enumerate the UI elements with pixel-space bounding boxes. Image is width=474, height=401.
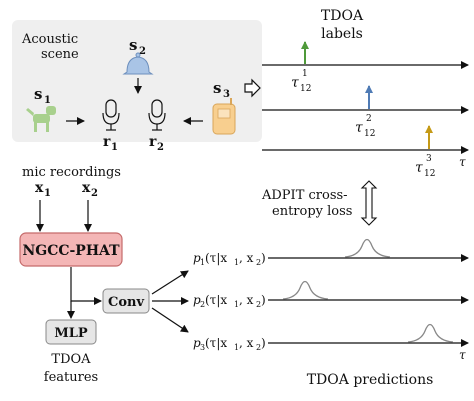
tdoa-labels-panel: TDOA labels τ 1 12 τ 2 12 τ 3 12 τ	[262, 8, 469, 179]
source-s2-subscript: 2	[139, 46, 146, 57]
labels-axis-tau: τ	[459, 155, 466, 169]
ngcc-to-conv-arrow	[70, 267, 102, 305]
x2-symbol: x	[82, 180, 91, 196]
p2-subscript: 2	[200, 300, 205, 309]
source-s3: s 3	[183, 79, 236, 135]
microphone-icon	[148, 99, 166, 131]
prediction-p1-label: p 1 (τ|x 1 , x 2 )	[193, 251, 266, 267]
conv-to-p3-arrow	[151, 307, 189, 333]
tau1-subscript: 12	[300, 84, 311, 94]
x1-symbol: x	[35, 180, 44, 196]
features-line1: TDOA	[51, 352, 91, 367]
source-s1: s 1	[26, 85, 85, 132]
tau3-symbol: τ	[415, 160, 423, 176]
source-s2-symbol: s	[129, 36, 137, 54]
mic-r1: r 1	[102, 99, 120, 153]
microphone-icon	[102, 99, 120, 131]
predictions-title: TDOA predictions	[307, 372, 434, 388]
scene-background	[12, 20, 262, 142]
mic-r2-symbol: r	[149, 134, 157, 150]
mic-r2: r 2	[148, 99, 166, 153]
p1-symbol: p	[193, 251, 201, 265]
labels-title-line1: TDOA	[321, 8, 364, 24]
mlp-box	[45, 319, 97, 345]
p3-args-mid: , x	[239, 336, 254, 350]
tau2-subscript: 12	[364, 129, 375, 139]
bell-icon	[122, 52, 154, 75]
p2-args-sub2: 2	[256, 300, 261, 309]
scene-to-labels-arrow	[244, 78, 261, 98]
tau2-symbol: τ	[355, 120, 363, 136]
p2-args-end: )	[261, 293, 266, 307]
ngcc-phat-label: NGCC-PHAT	[22, 243, 120, 259]
prediction-p2-label: p 2 (τ|x 1 , x 2 )	[193, 293, 266, 309]
x1-subscript: 1	[44, 188, 51, 199]
ngcc-phat-box	[19, 232, 123, 267]
x2-subscript: 2	[91, 188, 98, 199]
loss-line1: ADPIT cross-	[261, 188, 348, 203]
prediction-p3-label: p 3 (τ|x 1 , x 2 )	[193, 336, 266, 352]
p3-args-end: )	[261, 336, 266, 350]
p2-args: (τ|x	[205, 293, 227, 307]
p3-symbol: p	[193, 336, 201, 350]
p2-args-sub1: 1	[234, 300, 239, 309]
mic-r2-subscript: 2	[157, 142, 164, 153]
p1-args-sub1: 1	[234, 258, 239, 267]
features-line2: features	[44, 370, 98, 385]
source-s3-symbol: s	[213, 79, 221, 97]
phone-icon	[212, 98, 236, 135]
predictions-panel: p 1 (τ|x 1 , x 2 ) p 2 (τ|x 1 , x 2 ) p …	[193, 238, 469, 388]
conv-to-p1-arrow	[151, 270, 189, 295]
predictions-axis-tau: τ	[459, 348, 466, 362]
tau1-symbol: τ	[291, 75, 299, 91]
prediction-peak-3	[407, 323, 454, 343]
scene-title-line1: Acoustic	[21, 32, 78, 47]
tau1-superscript: 1	[302, 69, 308, 79]
tau2-superscript: 2	[366, 114, 372, 124]
source-s1-subscript: 1	[44, 95, 51, 106]
mic-r1-symbol: r	[103, 134, 111, 150]
p1-args-end: )	[261, 251, 266, 265]
tau3-subscript: 12	[424, 169, 435, 179]
source-s2: s 2	[122, 36, 154, 94]
acoustic-scene-panel: Acoustic scene s 2 s 1	[12, 20, 262, 153]
adpit-loss: ADPIT cross- entropy loss	[261, 180, 378, 226]
loss-line2: entropy loss	[272, 204, 352, 219]
p1-args: (τ|x	[205, 251, 227, 265]
prediction-peak-1	[344, 238, 391, 258]
p3-args-sub1: 1	[234, 343, 239, 352]
source-s1-symbol: s	[34, 85, 42, 103]
scene-title-line2: scene	[41, 47, 79, 62]
mlp-label: MLP	[54, 326, 88, 341]
prediction-peak-2	[282, 280, 329, 300]
mic-r1-subscript: 1	[111, 142, 118, 153]
pipeline: mic recordings x 1 x 2 NGCC-PHAT Conv ML…	[19, 165, 189, 385]
source-s3-subscript: 3	[223, 89, 230, 100]
loss-double-arrow	[360, 180, 378, 226]
p3-subscript: 3	[200, 343, 205, 352]
p3-args-sub2: 2	[256, 343, 261, 352]
conv-box	[102, 288, 150, 314]
p1-subscript: 1	[200, 258, 205, 267]
recordings-label: mic recordings	[22, 165, 121, 180]
p2-args-mid: , x	[239, 293, 254, 307]
labels-title-line2: labels	[321, 26, 363, 42]
dog-icon	[26, 106, 56, 132]
p2-symbol: p	[193, 293, 201, 307]
conv-label: Conv	[108, 295, 144, 310]
p3-args: (τ|x	[205, 336, 227, 350]
p1-args-mid: , x	[239, 251, 254, 265]
p1-args-sub2: 2	[256, 258, 261, 267]
tau3-superscript: 3	[426, 154, 432, 164]
